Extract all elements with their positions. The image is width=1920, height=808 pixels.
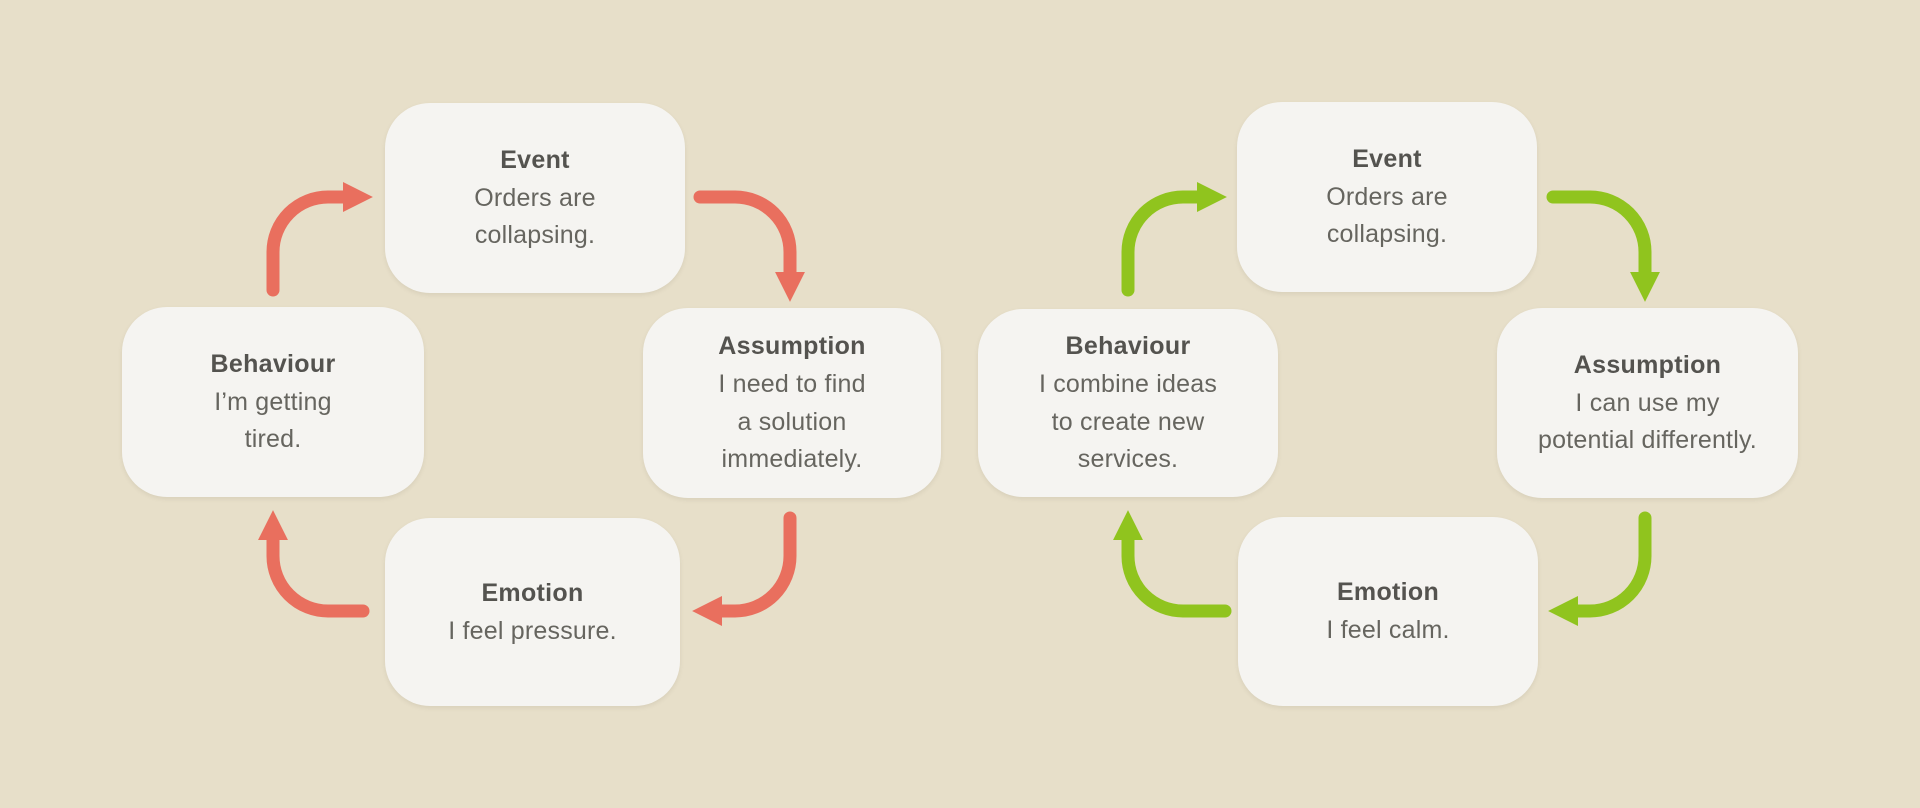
stress-assumption-title: Assumption (718, 332, 866, 361)
stress-behaviour-box: Behaviour I’m getting tired. (122, 307, 424, 497)
arrow-calm-emotion-to-behaviour (1113, 510, 1232, 618)
arrow-stress-behaviour-to-event (266, 182, 373, 297)
calm-assumption-title: Assumption (1573, 351, 1722, 380)
calm-emotion-body: I feel calm. (1326, 616, 1450, 645)
stress-assumption-body: I need to find a solution immediately. (718, 370, 866, 474)
stress-event-box: Event Orders are collapsing. (385, 103, 685, 293)
arrow-stress-event-to-assumption (693, 190, 805, 302)
calm-assumption-box: Assumption I can use my potential differ… (1497, 308, 1798, 498)
calm-behaviour-box: Behaviour I combine ideas to create new … (978, 309, 1278, 497)
arrow-calm-assumption-to-emotion (1548, 511, 1652, 626)
calm-behaviour-body: I combine ideas to create new services. (1038, 370, 1218, 474)
arrow-stress-assumption-to-emotion (692, 511, 797, 626)
stress-emotion-title: Emotion (481, 578, 584, 607)
arrow-stress-emotion-to-behaviour (258, 510, 370, 618)
calm-emotion-box: Emotion I feel calm. (1238, 517, 1538, 706)
calm-behaviour-title: Behaviour (1065, 332, 1191, 361)
stress-emotion-body: I feel pressure. (448, 616, 617, 645)
stress-behaviour-title: Behaviour (210, 350, 336, 379)
calm-emotion-title: Emotion (1336, 578, 1440, 607)
stress-event-body: Orders are collapsing. (474, 183, 596, 250)
stress-assumption-box: Assumption I need to find a solution imm… (643, 308, 941, 498)
calm-event-title: Event (1352, 145, 1422, 174)
stress-event-title: Event (500, 146, 570, 175)
stress-behaviour-body: I’m getting tired. (214, 387, 332, 454)
arrow-calm-behaviour-to-event (1121, 182, 1227, 297)
calm-event-box: Event Orders are collapsing. (1237, 102, 1537, 292)
stress-emotion-box: Emotion I feel pressure. (385, 518, 680, 706)
arrow-calm-event-to-assumption (1546, 190, 1660, 302)
calm-assumption-body: I can use my potential differently. (1538, 388, 1757, 455)
calm-event-body: Orders are collapsing. (1326, 182, 1448, 249)
